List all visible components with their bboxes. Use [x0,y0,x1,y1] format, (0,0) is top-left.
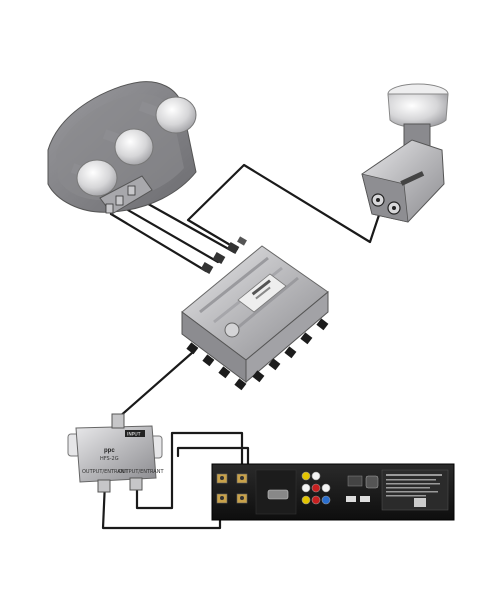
cable-loop-receiver [176,446,250,476]
cable-splitter-to-receiver-1 [101,480,222,530]
receiver-power-socket [365,475,379,489]
cable-switch-to-splitter [116,350,195,420]
splitter-model: HFS-2G [100,456,119,462]
two-way-splitter: INPUT ppc HFS-2G OUTPUT/ENTRANT OUTPUT/E… [67,413,164,493]
multiswitch-output-ports [186,318,329,391]
receiver-serial-port [267,489,289,500]
cable-splitter-to-receiver-2 [135,431,244,510]
receiver-usb-port [346,496,356,502]
single-lnb [361,83,449,223]
splitter-brand: ppc [104,448,115,454]
splitter-body [75,425,157,483]
satellite-receiver-rear-panel [211,463,455,521]
multiswitch [181,236,329,391]
cable-dish-to-switch-2 [119,204,220,264]
splitter-badge: INPUT [127,432,141,438]
splitter-port-right-label: OUTPUT/ENTRANT [118,469,164,475]
receiver-satellite-inputs [216,473,248,504]
multiswitch-logo [224,322,240,338]
receiver-av-jacks [301,471,331,505]
splitter-output-port-left [97,479,111,493]
dish-lnb-head-bottom [76,159,118,197]
cable-dish-to-switch-3 [109,212,208,273]
coax-cables [101,163,382,530]
cable-dish-to-switch-1 [132,194,236,254]
dish-lnb-head-middle [114,128,154,166]
cable-lnb-to-switch [186,163,382,251]
splitter-port-left-label: OUTPUT/ENTRANT [82,469,128,475]
multi-lnb-satellite-dish [47,81,197,215]
splitter-input-port [111,413,125,429]
dish-lnb-head-top [155,96,197,134]
splitter-output-port-right [129,477,143,491]
multiswitch-side [245,290,329,384]
